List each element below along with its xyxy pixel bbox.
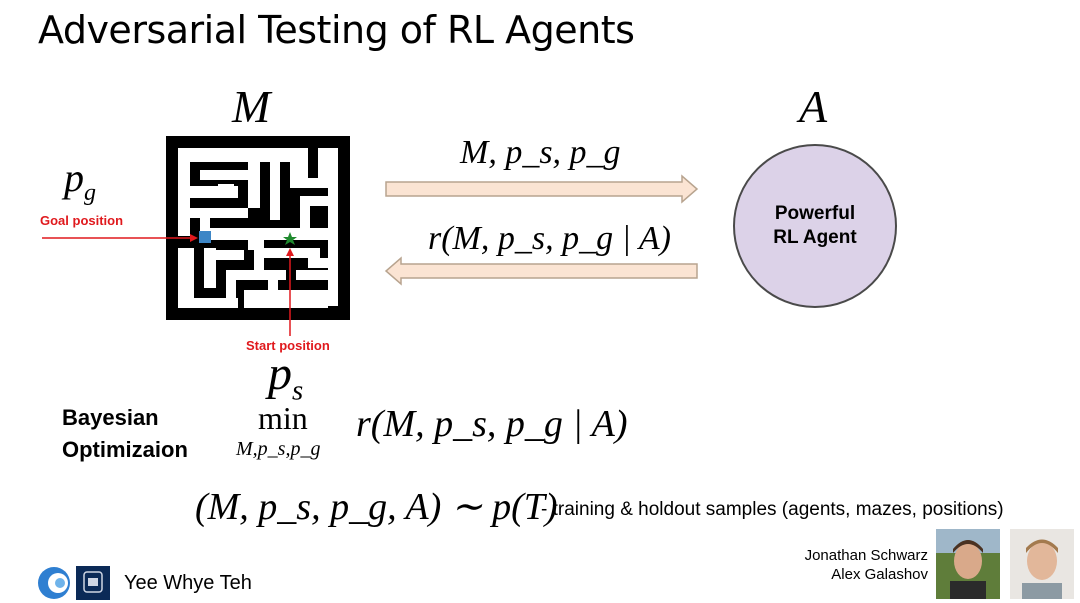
start-pointer [286,248,294,336]
goal-symbol-text: p [64,155,84,200]
credits: Jonathan Schwarz Alex Galashov [760,546,928,584]
min-subscript: M,p_s,p_g [236,438,321,460]
backward-arrow [384,256,698,286]
goal-symbol: pg [64,154,96,207]
start-symbol-text: p [268,347,292,400]
bo-line2: Optimizaion [62,437,188,462]
goal-position-label: Goal position [40,213,124,228]
photo-alex-galashov [1010,529,1074,599]
goal-symbol-sub: g [84,180,96,206]
credit-1: Jonathan Schwarz [804,547,928,564]
distribution-expression: (M, p_s, p_g, A) ∼ p(T) [195,486,558,528]
deepmind-logo-icon [38,567,70,599]
slide-title: Adversarial Testing of RL Agents [38,8,635,52]
goal-pointer [42,234,198,242]
backward-arrow-label: r(M, p_s, p_g | A) [428,220,671,257]
maze-symbol: M [232,81,271,132]
distribution-note: - training & holdout samples (agents, ma… [541,499,1004,520]
forward-arrow [385,174,699,204]
start-position-label: Start position [246,338,330,353]
agent-symbol: A [799,81,828,132]
photo-jonathan-schwarz [936,529,1000,599]
goal-marker-icon [199,231,211,243]
min-objective: r(M, p_s, p_g | A) [356,403,628,445]
agent-text: Powerful RL Agent [773,202,856,250]
start-symbol: ps [268,346,303,408]
credit-2: Alex Galashov [831,566,928,583]
bayesian-optimization-label: Bayesian Optimizaion [62,402,188,466]
oxford-crest-icon [76,566,110,600]
bo-line1: Bayesian [62,405,159,430]
start-star-icon [283,232,297,245]
agent-circle: Powerful RL Agent [733,144,897,308]
agent-text-line1: Powerful [774,203,856,224]
presenter-name: Yee Whye Teh [124,572,252,594]
agent-text-line2: RL Agent [773,227,857,248]
min-word: min [258,400,308,436]
start-symbol-sub: s [292,374,304,407]
maze [166,136,350,320]
forward-arrow-label: M, p_s, p_g [460,134,621,171]
